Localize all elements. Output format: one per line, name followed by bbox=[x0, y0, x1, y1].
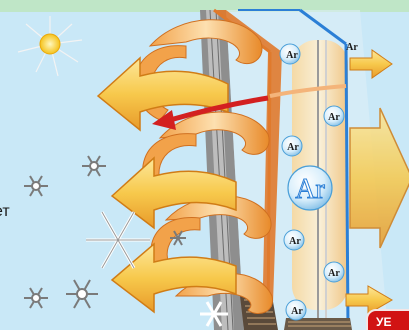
argon-label: Ar bbox=[286, 50, 298, 61]
argon-label-main: Ar bbox=[295, 174, 325, 205]
promo-badge[interactable]: УЕ bbox=[366, 309, 409, 330]
sun-icon bbox=[17, 16, 83, 77]
argon-label: Ar bbox=[289, 236, 301, 247]
argon-label: Ar bbox=[291, 306, 303, 317]
snowflake-icon bbox=[24, 155, 228, 327]
heat-loss-arrows bbox=[96, 49, 409, 315]
reflection-arrow bbox=[152, 84, 347, 130]
top-strip bbox=[0, 0, 409, 12]
argon-bubbles bbox=[279, 43, 345, 321]
argon-label: Ar bbox=[328, 112, 340, 123]
argon-label: Ar bbox=[328, 268, 340, 279]
cropped-caption: ет bbox=[0, 203, 10, 220]
argon-label: Ar bbox=[287, 142, 299, 153]
argon-label: Ar bbox=[346, 42, 358, 53]
